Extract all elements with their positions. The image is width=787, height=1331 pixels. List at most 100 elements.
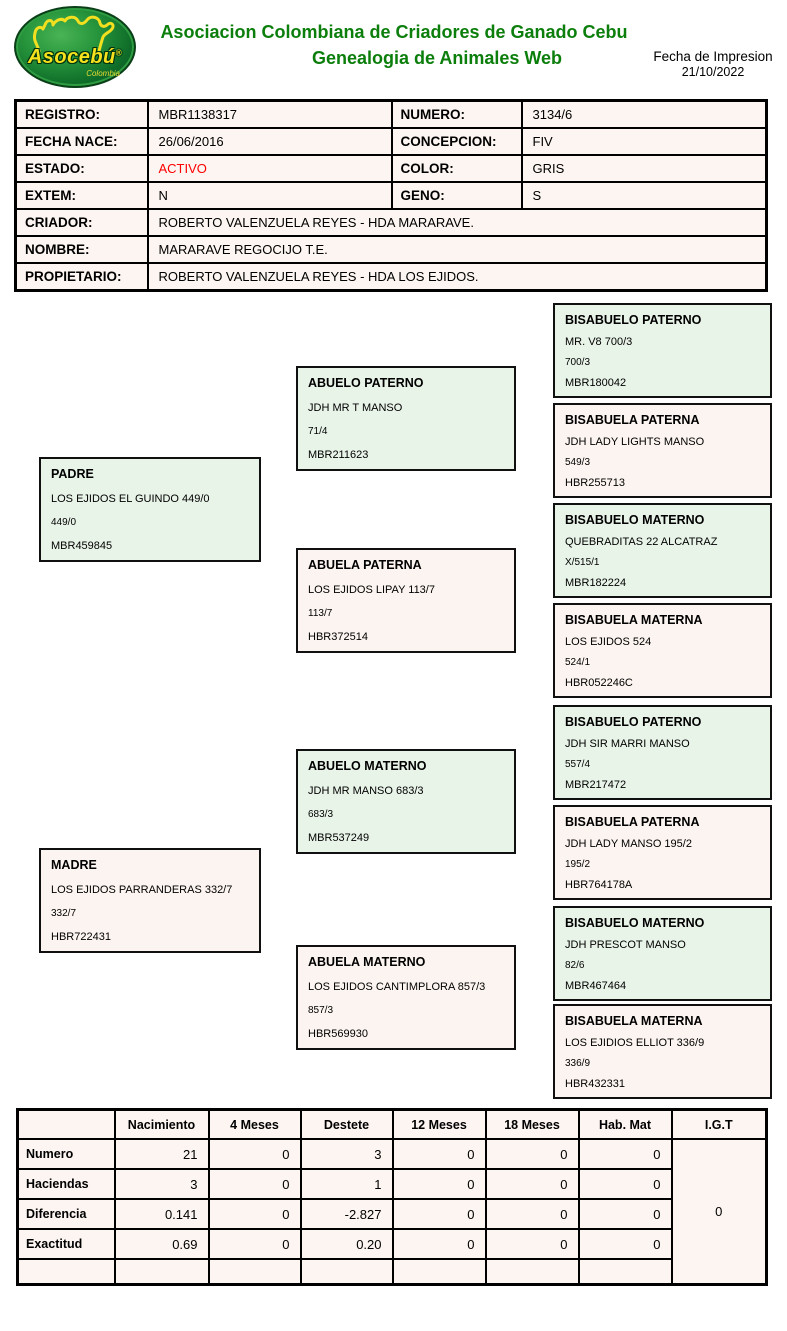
stats-empty-cell — [113, 1258, 210, 1286]
animal-registry: MBR459845 — [51, 540, 113, 552]
stats-cell: 0 — [207, 1198, 302, 1230]
stats-cell: 0 — [484, 1228, 580, 1260]
animal-registry: MBR467464 — [565, 980, 627, 992]
print-date-label: Fecha de Impresion — [653, 49, 773, 64]
geno-label: GENO: — [390, 181, 523, 210]
stats-empty-cell — [484, 1258, 580, 1286]
info-row-estado: ESTADO: ACTIVO COLOR: GRIS — [14, 154, 768, 183]
nombre-value: MARARAVE REGOCIJO T.E. — [146, 235, 768, 264]
cow-icon — [33, 15, 115, 53]
animal-number: 700/3 — [565, 357, 591, 368]
nombre-label: NOMBRE: — [14, 235, 149, 264]
stats-cell: 0 — [484, 1168, 580, 1200]
animal-registry: MBR180042 — [565, 377, 627, 389]
criador-label: CRIADOR: — [14, 208, 149, 237]
pedigree-box-title: BISABUELA PATERNA — [565, 413, 700, 427]
pedigree-box-title: MADRE — [51, 858, 97, 872]
animal-number: 332/7 — [51, 908, 77, 919]
stats-empty-cell — [299, 1258, 394, 1286]
animal-number: 683/3 — [308, 809, 334, 820]
fecha-nace-value: 26/06/2016 — [146, 127, 393, 156]
stats-cell: 0 — [577, 1198, 673, 1230]
animal-registry: HBR722431 — [51, 931, 111, 943]
stats-cell: 0 — [391, 1168, 487, 1200]
animal-name: LOS EJIDIOS ELLIOT 336/9 — [565, 1037, 705, 1049]
performance-stats-table: Nacimiento 4 Meses Destete 12 Meses 18 M… — [16, 1108, 768, 1286]
animal-name: LOS EJIDOS CANTIMPLORA 857/3 — [308, 981, 486, 993]
info-row-fecha-nace: FECHA NACE: 26/06/2016 CONCEPCION: FIV — [14, 127, 768, 156]
info-row-registro: REGISTRO: MBR1138317 NUMERO: 3134/6 — [14, 99, 768, 129]
stats-empty-cell — [391, 1258, 487, 1286]
stats-cell: 0 — [577, 1138, 673, 1170]
stats-cell: 21 — [113, 1138, 210, 1170]
animal-name: JDH MR T MANSO — [308, 402, 403, 414]
stats-cell: 3 — [299, 1138, 394, 1170]
stats-cell: 0.20 — [299, 1228, 394, 1260]
stats-header-row: Nacimiento 4 Meses Destete 12 Meses 18 M… — [16, 1108, 768, 1140]
animal-name: LOS EJIDOS 524 — [565, 636, 652, 648]
registered-mark: ® — [115, 48, 123, 58]
animal-number: 71/4 — [308, 426, 328, 437]
stats-row-haciendas: Haciendas 3 0 1 0 0 0 — [16, 1168, 767, 1200]
animal-number: 549/3 — [565, 457, 591, 468]
stats-row-exactitud: Exactitud 0.69 0 0.20 0 0 0 — [16, 1228, 767, 1260]
print-date-value: 21/10/2022 — [681, 65, 745, 79]
info-row-extem: EXTEM: N GENO: S — [14, 181, 768, 210]
registro-label: REGISTRO: — [14, 99, 149, 129]
pedigree-box-title: BISABUELO MATERNO — [565, 513, 705, 527]
animal-name: JDH LADY LIGHTS MANSO — [565, 436, 705, 448]
pedigree-box-title: ABUELA PATERNA — [308, 558, 422, 572]
pedigree-box-bisabuela-paterna-2: BISABUELA PATERNA JDH LADY MANSO 195/2 1… — [553, 805, 772, 900]
stats-header-igt: I.G.T — [670, 1108, 768, 1140]
stats-cell: 0 — [484, 1198, 580, 1230]
animal-name: LOS EJIDOS PARRANDERAS 332/7 — [51, 884, 233, 896]
stats-header-nacimiento: Nacimiento — [113, 1108, 210, 1140]
color-value: GRIS — [520, 154, 768, 183]
stats-rowlabel: Diferencia — [16, 1198, 116, 1230]
stats-row-diferencia: Diferencia 0.141 0 -2.827 0 0 0 — [16, 1198, 767, 1230]
stats-header-destete: Destete — [299, 1108, 394, 1140]
pedigree-box-bisabuelo-paterno-1: BISABUELO PATERNO MR. V8 700/3 700/3 MBR… — [553, 303, 772, 398]
animal-name: JDH LADY MANSO 195/2 — [565, 838, 692, 850]
pedigree-box-bisabuelo-paterno-2: BISABUELO PATERNO JDH SIR MARRI MANSO 55… — [553, 705, 772, 800]
pedigree-box-title: PADRE — [51, 467, 94, 481]
animal-registry: MBR217472 — [565, 779, 627, 791]
pedigree-box-abuela-paterna: ABUELA PATERNA LOS EJIDOS LIPAY 113/7 11… — [296, 548, 516, 653]
logo-oval — [14, 6, 136, 88]
pedigree-box-bisabuela-paterna-1: BISABUELA PATERNA JDH LADY LIGHTS MANSO … — [553, 403, 772, 498]
stats-empty-cell — [16, 1258, 116, 1286]
animal-number: 195/2 — [565, 859, 591, 870]
stats-cell: 0 — [207, 1138, 302, 1170]
pedigree-box-bisabuela-materna-2: BISABUELA MATERNA LOS EJIDIOS ELLIOT 336… — [553, 1004, 772, 1099]
stats-empty-cell — [577, 1258, 673, 1286]
registro-value: MBR1138317 — [146, 99, 393, 129]
propietario-label: PROPIETARIO: — [14, 262, 149, 292]
stats-cell: 0.69 — [113, 1228, 210, 1260]
stats-rowlabel: Haciendas — [16, 1168, 116, 1200]
stats-cell: 0 — [391, 1228, 487, 1260]
concepcion-label: CONCEPCION: — [390, 127, 523, 156]
animal-name: QUEBRADITAS 22 ALCATRAZ — [565, 536, 718, 548]
pedigree-box-abuelo-paterno: ABUELO PATERNO JDH MR T MANSO 71/4 MBR21… — [296, 366, 516, 471]
stats-cell: 0 — [391, 1138, 487, 1170]
stats-empty-cell — [207, 1258, 302, 1286]
info-row-nombre: NOMBRE: MARARAVE REGOCIJO T.E. — [14, 235, 768, 264]
estado-label: ESTADO: — [14, 154, 149, 183]
asocebu-logo: Asocebú® Colombia — [14, 6, 136, 88]
estado-value: ACTIVO — [146, 154, 393, 183]
propietario-value: ROBERTO VALENZUELA REYES - HDA LOS EJIDO… — [146, 262, 768, 292]
animal-name: LOS EJIDOS LIPAY 113/7 — [308, 584, 435, 596]
stats-header-18meses: 18 Meses — [484, 1108, 580, 1140]
pedigree-box-padre: PADRE LOS EJIDOS EL GUINDO 449/0 449/0 M… — [39, 457, 261, 562]
page-title-line1: Asociacion Colombiana de Criadores de Ga… — [160, 22, 628, 42]
pedigree-box-madre: MADRE LOS EJIDOS PARRANDERAS 332/7 332/7… — [39, 848, 261, 953]
animal-number: 557/4 — [565, 759, 591, 770]
color-label: COLOR: — [390, 154, 523, 183]
stats-rowlabel: Numero — [16, 1138, 116, 1170]
extem-value: N — [146, 181, 393, 210]
stats-cell: 1 — [299, 1168, 394, 1200]
animal-registry: MBR211623 — [308, 449, 369, 461]
stats-cell: 0 — [207, 1168, 302, 1200]
extem-label: EXTEM: — [14, 181, 149, 210]
